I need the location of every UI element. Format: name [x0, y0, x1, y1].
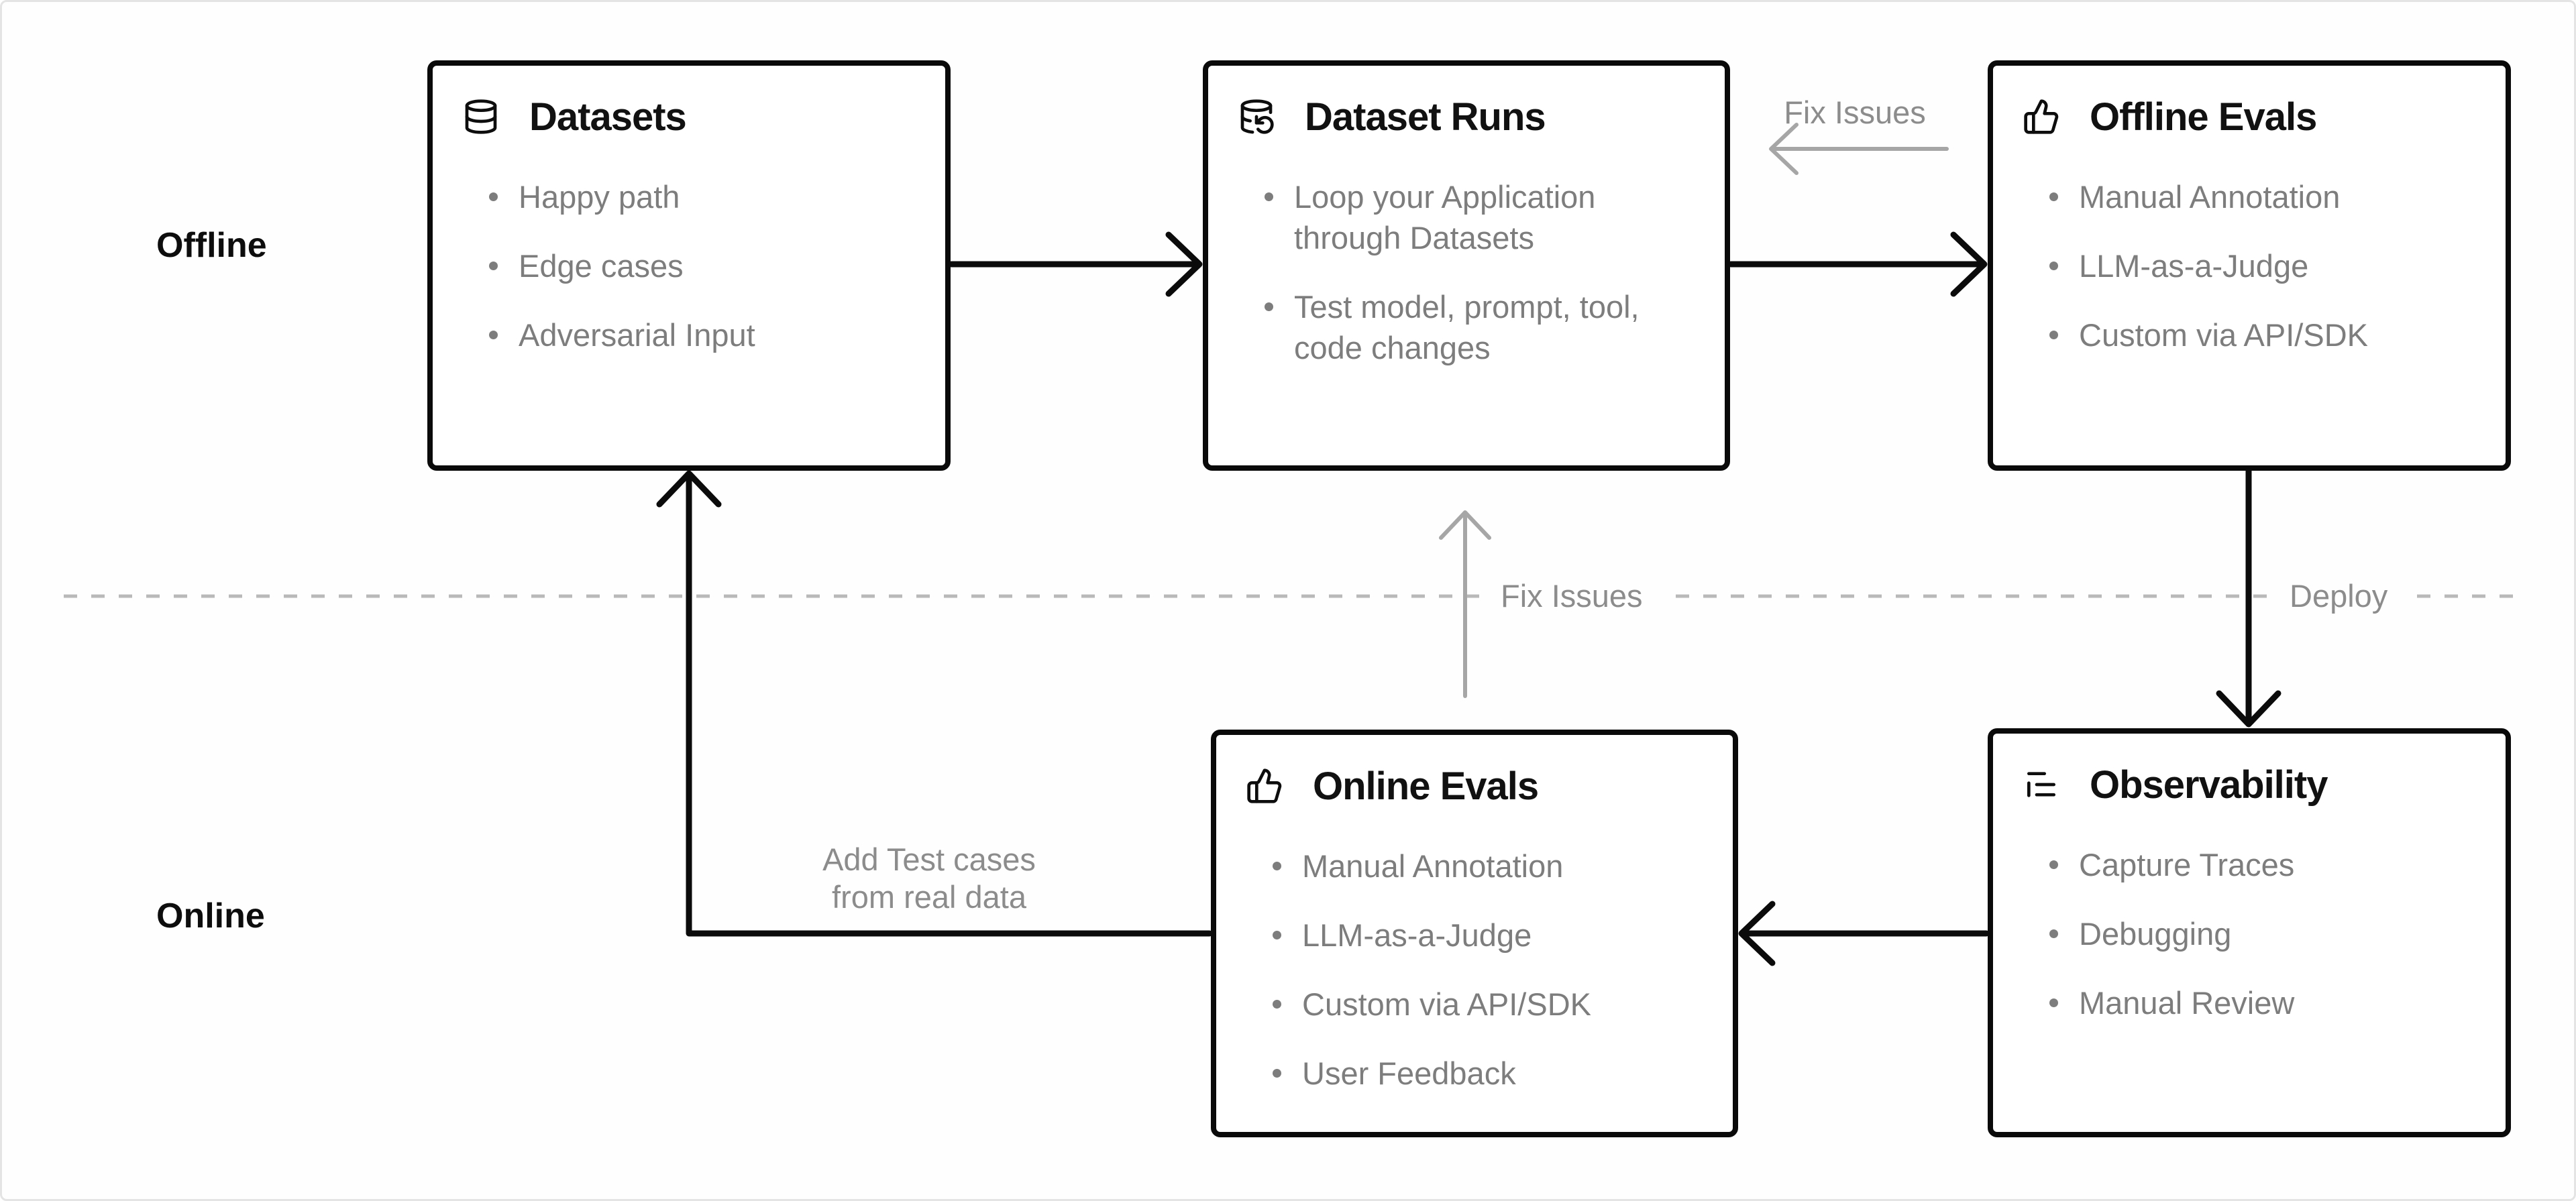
bullet-item: Manual Annotation [2049, 176, 2476, 217]
bullet-list: Manual Annotation LLM-as-a-Judge Custom … [1246, 846, 1703, 1094]
node-title: Observability [2090, 762, 2328, 807]
bullet-list: Capture Traces Debugging Manual Review [2023, 844, 2476, 1023]
bullet-item: LLM-as-a-Judge [1273, 915, 1703, 956]
node-header: Observability [2023, 762, 2476, 807]
list-tree-icon [2023, 766, 2060, 803]
bullet-item: Manual Annotation [1273, 846, 1703, 887]
bullet-item: Test model, prompt, tool, code changes [1265, 286, 1695, 368]
edge-label-add-test-cases: Add Test cases from real data [741, 841, 1117, 916]
node-header: Datasets [462, 94, 916, 139]
node-header: Dataset Runs [1238, 94, 1695, 139]
node-header: Offline Evals [2023, 94, 2476, 139]
node-offline-evals: Offline Evals Manual Annotation LLM-as-a… [1988, 60, 2511, 471]
bullet-item: Custom via API/SDK [1273, 984, 1703, 1025]
node-observability: Observability Capture Traces Debugging M… [1988, 728, 2511, 1137]
bullet-item: Capture Traces [2049, 844, 2476, 885]
node-online-evals: Online Evals Manual Annotation LLM-as-a-… [1211, 730, 1738, 1137]
node-title: Offline Evals [2090, 95, 2317, 139]
thumbs-up-icon [1246, 767, 1283, 805]
node-title: Datasets [529, 95, 687, 139]
arrow-fix-issues-top [1769, 123, 1949, 175]
bullet-item: Edge cases [489, 245, 916, 286]
node-datasets: Datasets Happy path Edge cases Adversari… [427, 60, 951, 471]
bullet-item: Loop your Application through Datasets [1265, 176, 1695, 258]
bullet-item: Manual Review [2049, 982, 2476, 1023]
node-title: Online Evals [1313, 764, 1539, 808]
bullet-item: User Feedback [1273, 1053, 1703, 1094]
bullet-item: Debugging [2049, 913, 2476, 954]
edge-label-fix-issues-top: Fix Issues [1784, 95, 1926, 130]
bullet-list: Manual Annotation LLM-as-a-Judge Custom … [2023, 176, 2476, 355]
arrow-dataset-runs-to-offline-evals [1727, 231, 1988, 297]
bullet-list: Loop your Application through Datasets T… [1238, 176, 1695, 368]
edge-label-line: Add Test cases [822, 842, 1036, 877]
bullet-item: Happy path [489, 176, 916, 217]
arrow-observability-to-online-evals [1738, 901, 1990, 966]
edge-label-line: from real data [832, 879, 1026, 915]
arrow-fix-issues-mid [1439, 510, 1491, 698]
bullet-item: Adversarial Input [489, 314, 916, 355]
database-icon [462, 98, 500, 135]
bullet-item: Custom via API/SDK [2049, 314, 2476, 355]
node-title: Dataset Runs [1305, 95, 1546, 139]
thumbs-up-icon [2023, 98, 2060, 135]
node-header: Online Evals [1246, 763, 1703, 809]
edge-label-fix-issues-mid: Fix Issues [1501, 578, 1643, 614]
bullet-item: LLM-as-a-Judge [2049, 245, 2476, 286]
arrow-offline-evals-to-observability [2216, 466, 2282, 728]
database-refresh-icon [1238, 98, 1275, 135]
lane-label-offline: Offline [156, 226, 267, 265]
bullet-list: Happy path Edge cases Adversarial Input [462, 176, 916, 355]
edge-label-deploy: Deploy [2290, 578, 2388, 614]
arrow-online-evals-to-datasets [656, 470, 1213, 937]
arrow-datasets-to-dataset-runs [948, 231, 1203, 297]
lane-label-online: Online [156, 897, 265, 935]
node-dataset-runs: Dataset Runs Loop your Application throu… [1203, 60, 1730, 471]
